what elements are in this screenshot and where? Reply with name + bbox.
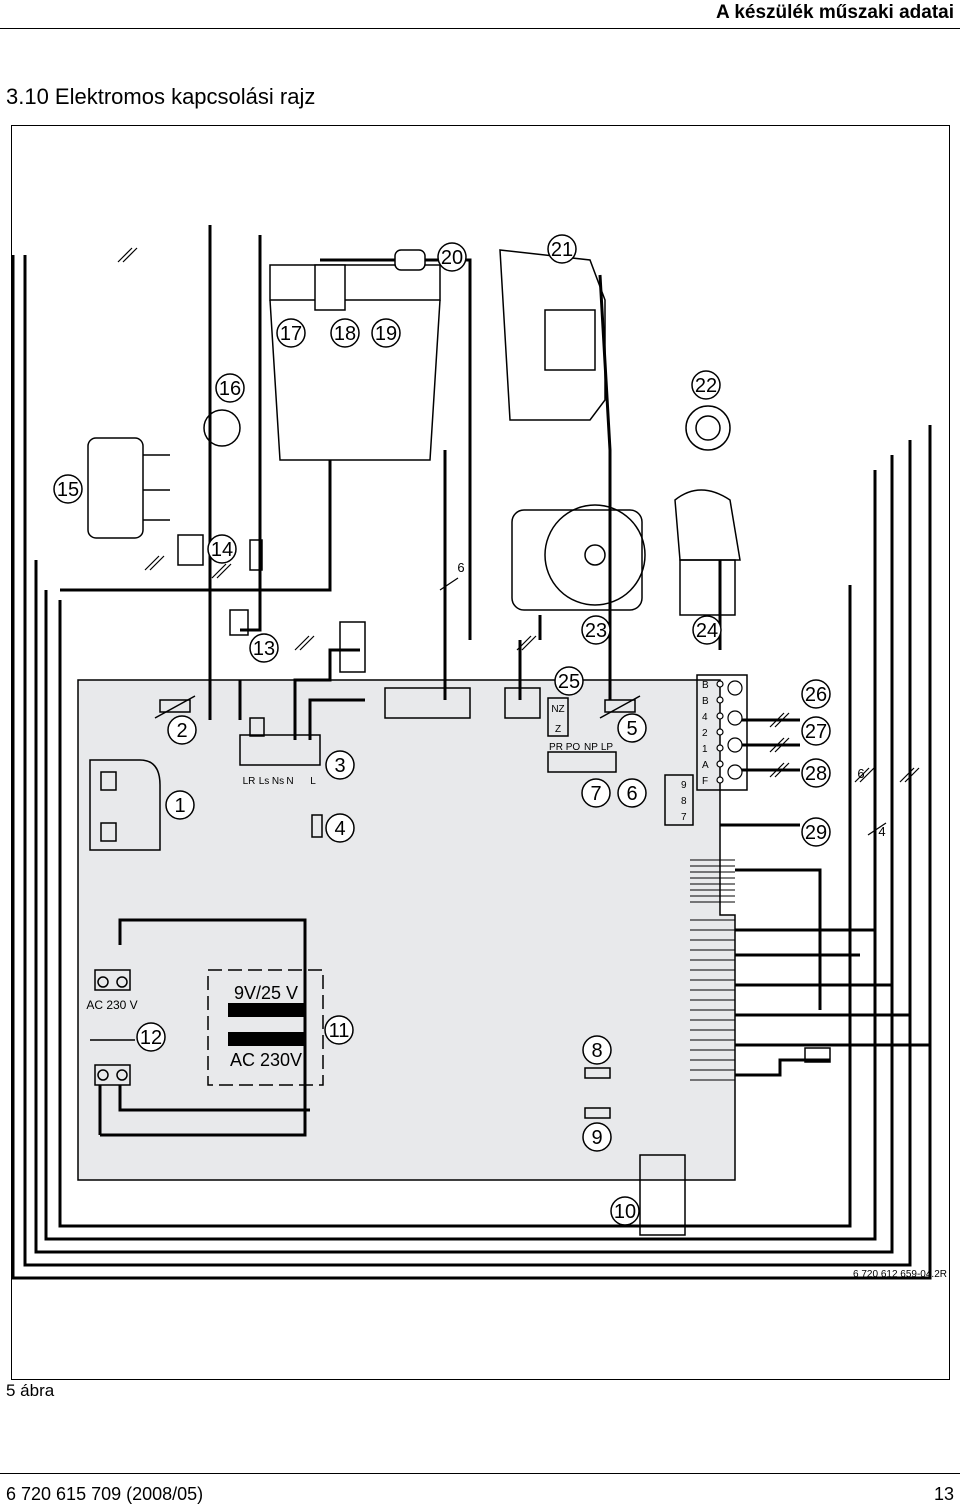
terminal-8: 8 xyxy=(681,796,687,807)
callout-5 xyxy=(617,713,647,743)
callout-29 xyxy=(801,817,831,847)
terminal-LP: LP xyxy=(601,742,614,753)
wire-count-top: 6 xyxy=(457,560,464,575)
callout-12-label: 12 xyxy=(140,1027,162,1049)
connector-20 xyxy=(394,249,426,271)
callout-7-label: 7 xyxy=(590,783,601,805)
callout-10-label: 10 xyxy=(614,1201,636,1223)
drawing-code: 6 720 612 659-04.2R xyxy=(853,1269,947,1280)
callout-23-label: 23 xyxy=(585,620,607,642)
header-title: A készülék műszaki adatai xyxy=(716,2,954,23)
callout-22-label: 22 xyxy=(695,375,717,397)
terminal-9: 9 xyxy=(681,780,687,791)
callout-3 xyxy=(325,750,355,780)
callout-27-label: 27 xyxy=(805,721,827,743)
control-board xyxy=(77,679,736,1181)
callout-12 xyxy=(136,1022,166,1052)
terminal-N: N xyxy=(286,776,293,787)
terminal-7: 7 xyxy=(681,812,687,823)
terminal-2: 2 xyxy=(702,728,708,739)
callout-5-label: 5 xyxy=(626,718,637,740)
callout-4 xyxy=(325,813,355,843)
callout-24-label: 24 xyxy=(696,620,718,642)
section-title: 3.10 Elektromos kapcsolási rajz xyxy=(6,84,316,109)
callout-6-label: 6 xyxy=(626,783,637,805)
callout-28 xyxy=(801,758,831,788)
callout-14-label: 14 xyxy=(211,539,233,561)
callout-3-label: 3 xyxy=(334,755,345,777)
transformer-primary-label: AC 230V xyxy=(230,1050,302,1070)
callout-2-label: 2 xyxy=(176,720,187,742)
callout-24 xyxy=(692,615,722,645)
footer-doc-code: 6 720 615 709 (2008/05) xyxy=(6,1484,204,1504)
callout-18-label: 18 xyxy=(334,323,356,345)
callout-7 xyxy=(581,778,611,808)
terminal-PR: PR xyxy=(549,742,563,753)
callout-19 xyxy=(371,318,401,348)
callout-23 xyxy=(581,615,611,645)
callout-27 xyxy=(801,716,831,746)
terminal-4: 4 xyxy=(702,712,708,723)
callout-9 xyxy=(582,1122,612,1152)
callout-9-label: 9 xyxy=(591,1127,602,1149)
top-bar xyxy=(269,264,441,301)
terminal-L: L xyxy=(310,776,316,787)
callout-15-label: 15 xyxy=(57,479,79,501)
wiring xyxy=(11,225,932,1280)
callout-11-label: 11 xyxy=(329,1020,350,1042)
callout-21-label: 21 xyxy=(551,239,573,261)
callout-2 xyxy=(167,715,197,745)
terminal-A: A xyxy=(702,760,709,771)
terminal-LR: LR xyxy=(243,776,256,787)
callout-16-label: 16 xyxy=(219,378,241,400)
callout-13-label: 13 xyxy=(253,638,275,660)
callout-14 xyxy=(207,534,237,564)
callout-26 xyxy=(801,679,831,709)
footer-page-number: 13 xyxy=(933,1484,954,1504)
transformer-secondary-label: 9V/25 V xyxy=(234,983,298,1003)
terminal-Ns: Ns xyxy=(272,776,284,787)
terminal-B2: B xyxy=(702,696,709,707)
ignition-component xyxy=(314,264,346,311)
terminal-F: F xyxy=(702,776,708,787)
terminal-Ls: Ls xyxy=(259,776,270,787)
callout-25-label: 25 xyxy=(558,671,580,693)
callout-15 xyxy=(53,474,83,504)
callout-11 xyxy=(324,1015,354,1045)
figure-caption: 5 ábra xyxy=(6,1381,55,1400)
mains-label: AC 230 V xyxy=(86,998,137,1012)
wire-count-lower-right: 4 xyxy=(878,824,885,839)
terminal-Z: Z xyxy=(555,724,561,735)
terminal-NZ: NZ xyxy=(551,704,564,715)
callout-16 xyxy=(215,373,245,403)
callout-19-label: 19 xyxy=(375,323,397,345)
callout-10 xyxy=(610,1196,640,1226)
header-rule xyxy=(0,28,960,29)
terminal-1: 1 xyxy=(702,744,708,755)
callout-29-label: 29 xyxy=(805,822,827,844)
terminal-PO: PO xyxy=(566,742,581,753)
callout-20 xyxy=(437,242,467,272)
terminal-NP: NP xyxy=(584,742,598,753)
callout-8-label: 8 xyxy=(591,1040,602,1062)
callout-28-label: 28 xyxy=(805,763,827,785)
callout-25 xyxy=(554,666,584,696)
callout-21 xyxy=(547,234,577,264)
callout-4-label: 4 xyxy=(334,818,345,840)
callout-20-label: 20 xyxy=(441,247,463,269)
callout-13 xyxy=(249,633,279,663)
callout-1 xyxy=(165,790,195,820)
terminal-B1: B xyxy=(702,680,709,691)
callout-8 xyxy=(582,1035,612,1065)
callout-17-label: 17 xyxy=(280,323,302,345)
callout-1-label: 1 xyxy=(174,795,185,817)
callout-18 xyxy=(330,318,360,348)
callout-17 xyxy=(276,318,306,348)
wire-count-right: 6 xyxy=(857,766,864,781)
callout-26-label: 26 xyxy=(805,684,827,706)
callout-22 xyxy=(691,370,721,400)
callout-6 xyxy=(617,778,647,808)
footer-rule xyxy=(0,1473,960,1474)
